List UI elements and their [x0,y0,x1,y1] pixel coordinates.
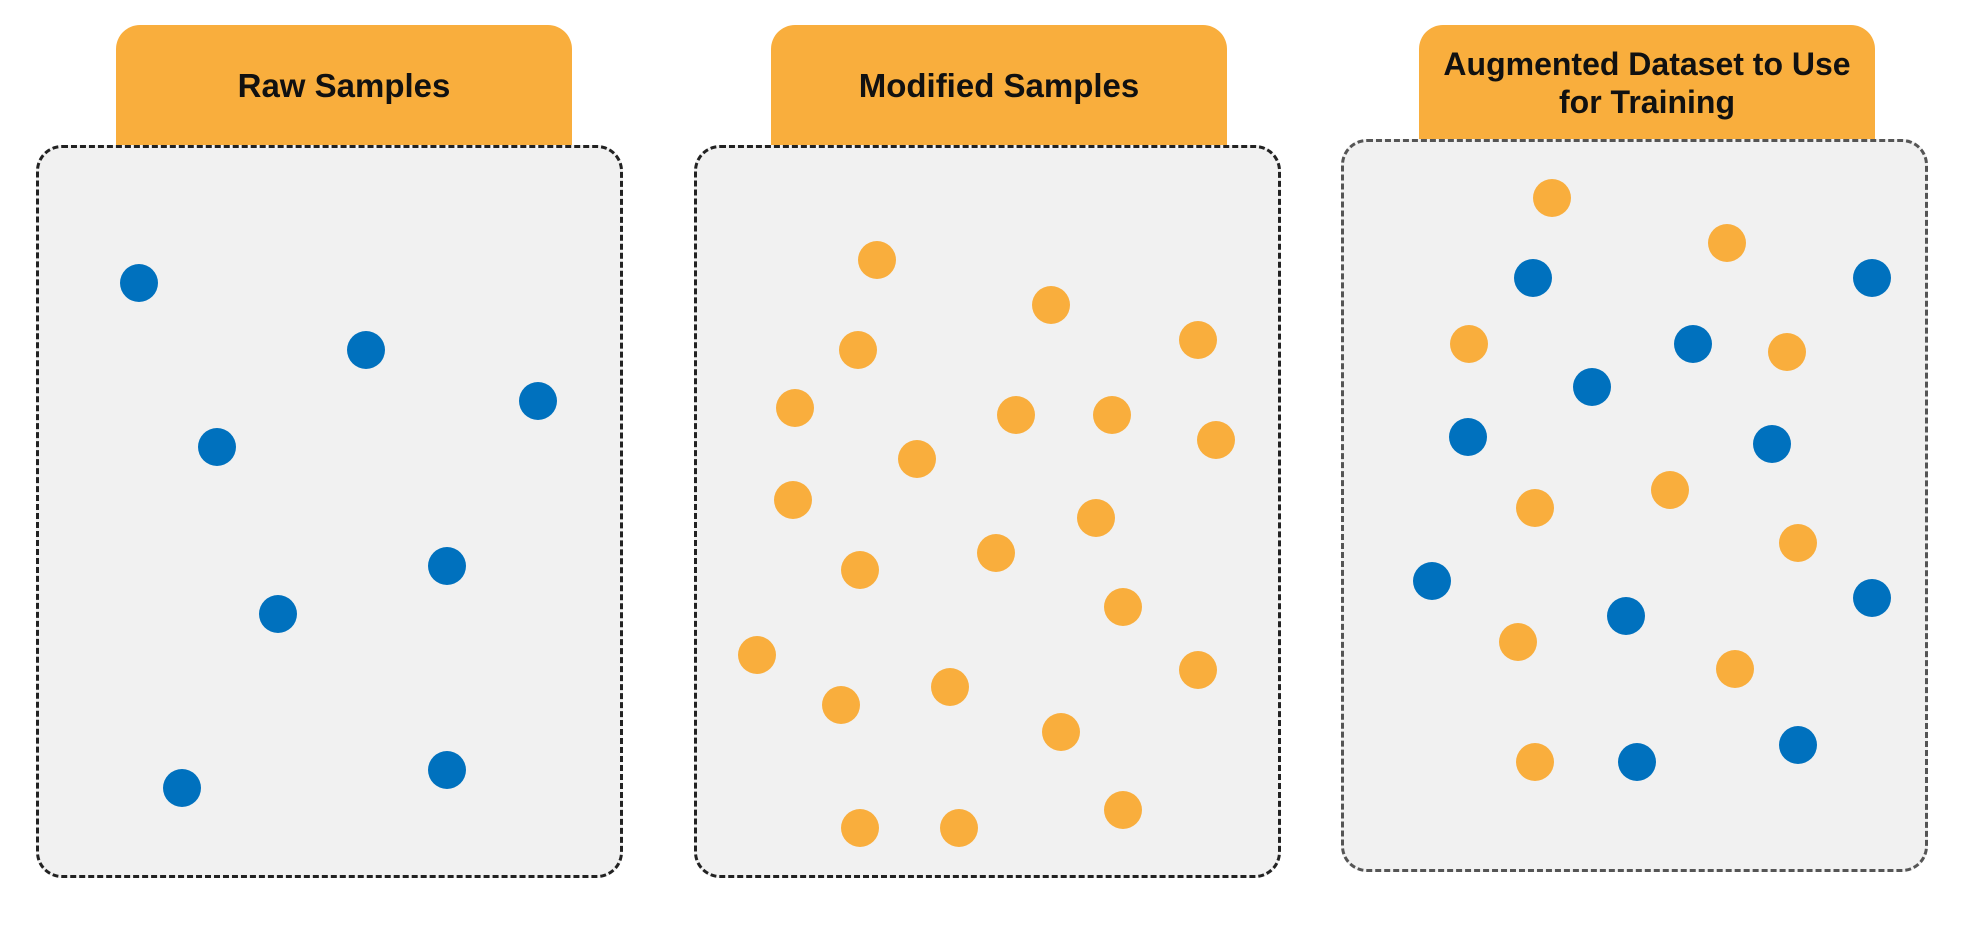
blue-dot [1779,726,1817,764]
orange-dot [1179,651,1217,689]
blue-dot [1449,418,1487,456]
orange-dot [1104,588,1142,626]
orange-dot [841,809,879,847]
orange-dot [774,481,812,519]
panel-title-raw: Raw Samples [116,25,572,147]
sample-box-raw [36,145,623,878]
panel-title-modified: Modified Samples [771,25,1227,147]
blue-dot [259,595,297,633]
orange-dot [1499,623,1537,661]
orange-dot [822,686,860,724]
blue-dot [1753,425,1791,463]
blue-dot [1674,325,1712,363]
orange-dot [1093,396,1131,434]
orange-dot [898,440,936,478]
orange-dot [1032,286,1070,324]
blue-dot [347,331,385,369]
orange-dot [1516,489,1554,527]
orange-dot [1042,713,1080,751]
panel-title-augmented: Augmented Dataset to Use for Training [1419,25,1875,141]
orange-dot [776,389,814,427]
blue-dot [428,547,466,585]
orange-dot [1716,650,1754,688]
orange-dot [1708,224,1746,262]
orange-dot [1450,325,1488,363]
orange-dot [1768,333,1806,371]
orange-dot [1533,179,1571,217]
orange-dot [839,331,877,369]
orange-dot [1179,321,1217,359]
blue-dot [1607,597,1645,635]
orange-dot [1197,421,1235,459]
sample-box-augmented [1341,139,1928,872]
blue-dot [1618,743,1656,781]
orange-dot [1651,471,1689,509]
blue-dot [163,769,201,807]
blue-dot [1573,368,1611,406]
orange-dot [738,636,776,674]
orange-dot [841,551,879,589]
blue-dot [1853,579,1891,617]
blue-dot [198,428,236,466]
blue-dot [1853,259,1891,297]
blue-dot [120,264,158,302]
orange-dot [931,668,969,706]
blue-dot [428,751,466,789]
orange-dot [977,534,1015,572]
orange-dot [1779,524,1817,562]
orange-dot [858,241,896,279]
blue-dot [1514,259,1552,297]
blue-dot [519,382,557,420]
blue-dot [1413,562,1451,600]
orange-dot [1077,499,1115,537]
orange-dot [997,396,1035,434]
sample-box-modified [694,145,1281,878]
orange-dot [1104,791,1142,829]
orange-dot [1516,743,1554,781]
orange-dot [940,809,978,847]
